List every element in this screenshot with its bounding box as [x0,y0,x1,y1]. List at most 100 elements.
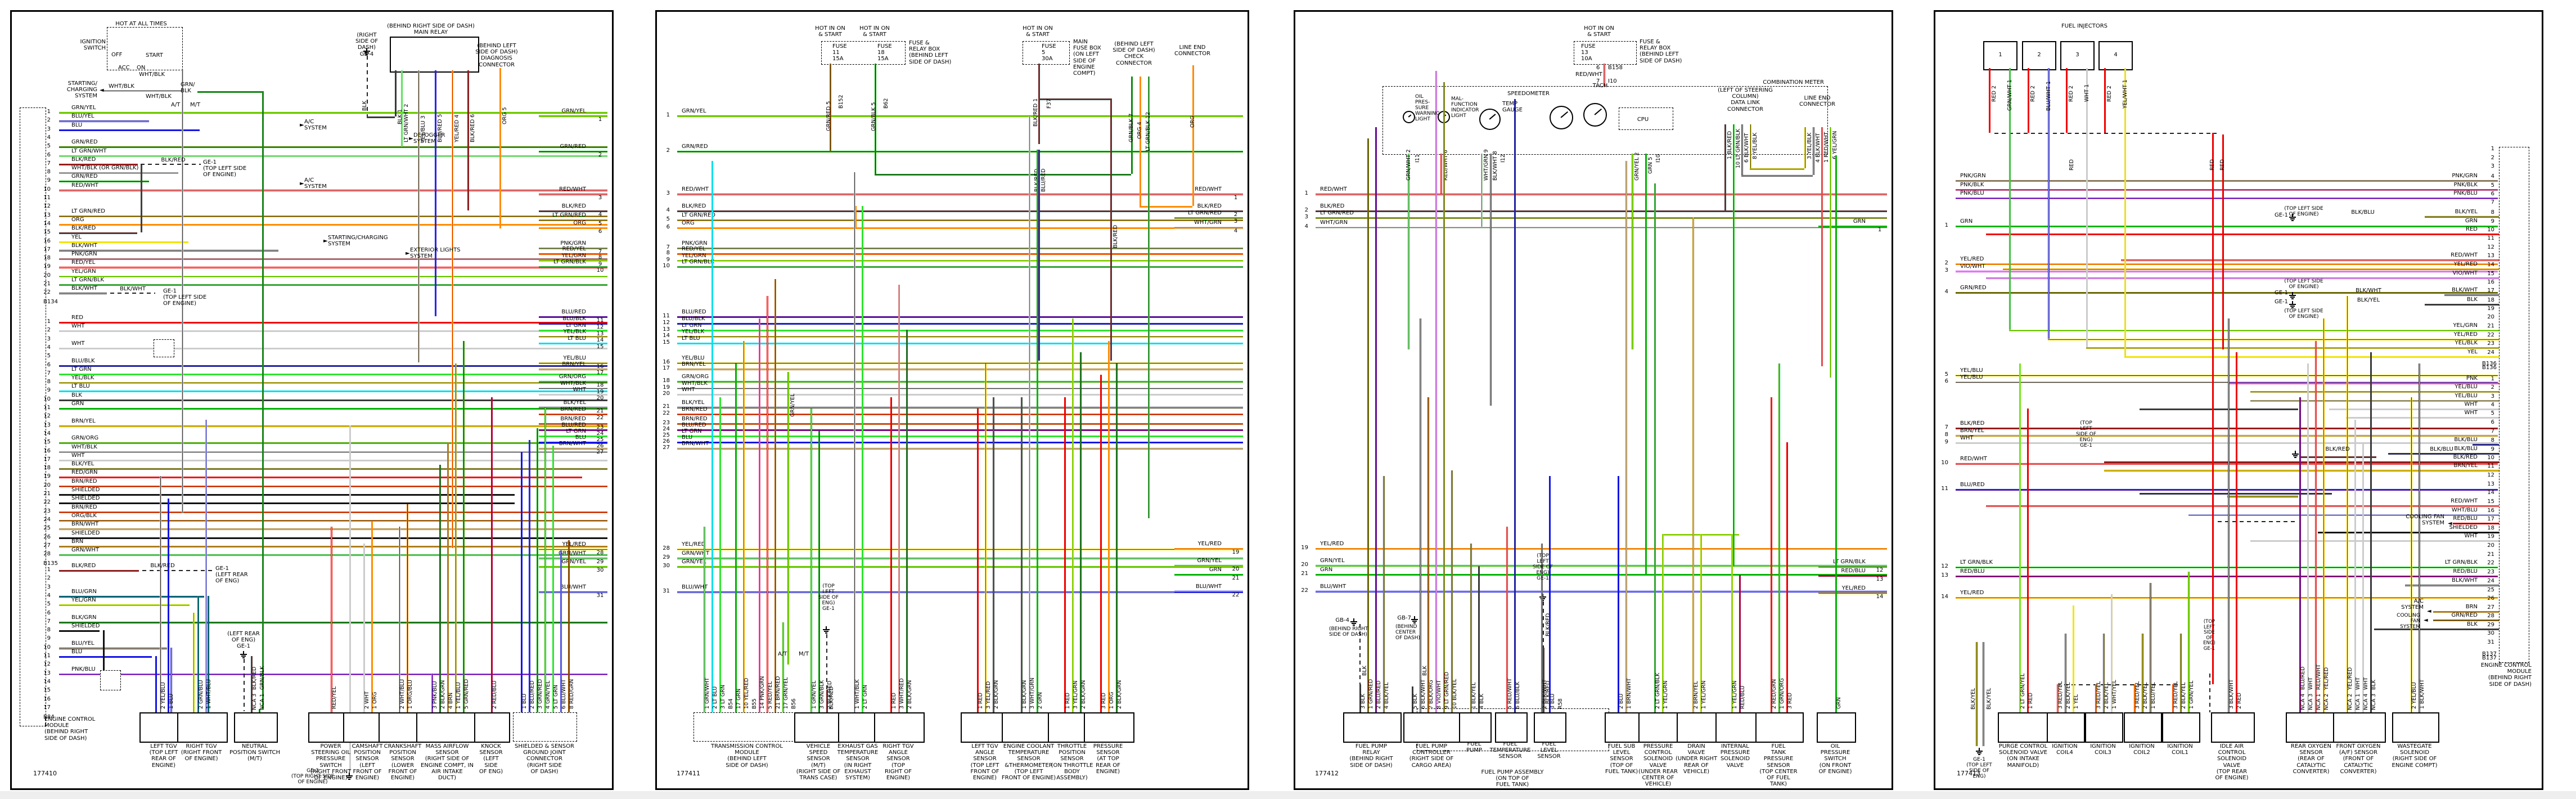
pin-label: 3 YEL/RED [985,681,992,709]
gauge-circle [1479,109,1501,130]
wire-vertical [395,70,397,116]
pin-label: 3 WHT/RED [899,678,905,709]
wire-lt-grn-blk [1956,567,2498,568]
rotated-label: RED [2209,159,2215,170]
wire-horizontal [539,336,607,338]
annotation: ◄ [2427,608,2431,614]
pin-number: 30 [663,563,670,569]
wire-horizontal [539,423,607,425]
wire-vertical [141,165,142,232]
component-pin-wire [463,341,465,712]
wire-horizontal [1174,548,1243,550]
wire-color-label: LT BLU [71,383,90,390]
wire-horizontal [2250,400,2499,402]
pin-number: 17 [43,456,51,463]
connector-sub-label: B54 [728,698,734,709]
diagram-element [2292,301,2293,304]
wire-color-label: LT GRN/BLK [553,259,586,265]
wire-lt-grn-red [677,219,1243,221]
rotated-label: YEL/WHT 1 [2122,79,2128,109]
pin-label: 1 YEL/GRN [1732,680,1738,709]
wire-color-label: BLU [71,649,83,655]
annotation: (LEFT REAR OF ENG) GE-1 [227,631,260,650]
pin-label: 1 WHT/BLU [206,679,212,709]
wire-vertical [1989,68,1990,133]
wire-blk [59,399,607,401]
wire-pnk-grn [677,248,1243,249]
wire-color-label: YEL/GRN [71,268,96,275]
wire-color-label: BLK/YEL [563,400,586,406]
wire-blk-yel [59,468,607,470]
pin-number: 20 [43,272,51,279]
pin-label: 3 RED [1101,693,1107,709]
component-pin-wire [1625,161,1627,712]
pin-number: 6 [2491,419,2494,425]
wire-color-label: BRN/RED [71,478,97,484]
annotation: TEMP GAUGE [1502,101,1523,114]
pin-number: 19 [43,473,51,480]
annotation: (BEHIND RIGHT SIDE OF DASH) [1329,626,1368,638]
component-box [474,712,510,743]
pin-number: 3 [2491,163,2494,169]
pin-label: 1 BLU [168,693,174,709]
rotated-label: B62 [883,98,889,109]
wire-vertical [1038,64,1040,144]
pin-number: 14 [1876,594,1884,600]
wire-color-label: RED/GRN [71,469,98,476]
component-pin-wire [1700,534,1702,712]
pin-label: 3 BLK [1360,693,1366,709]
wire-color-label: YEL/BLK [71,375,94,381]
pin-label: 7 BLK/ORG [1428,680,1434,709]
wire-horizontal [1818,226,1887,227]
diagram-element [2289,217,2296,218]
component-box [2333,712,2386,743]
pin-number: 9 [1944,439,1948,445]
pin-number: 26 [43,533,51,540]
pin-number: 20 [1232,566,1240,572]
annotation: 6 [1596,65,1600,71]
wire-vertical [401,70,403,147]
wire-horizontal [2121,259,2499,261]
annotation: 7 [1596,78,1600,84]
wire-color-label: BRN/WHT [682,441,709,447]
annotation: LINE END CONNECTOR [1799,95,1836,108]
pin-number: 2 [666,147,670,154]
rotated-label: I10 [1655,154,1661,163]
component-box [1023,41,1070,65]
component-pin-wire [2111,594,2113,712]
pin-color-label: WHT [2308,677,2314,690]
gauge-needle [1594,108,1602,115]
pin-number: 22 [1232,592,1240,598]
wire-vertical [1632,154,1633,349]
wire-red-yel [59,267,607,269]
pin-label: 4 GRN/YEL [545,680,551,709]
wire-color-label: PNK/GRN [560,240,586,246]
diagram-element [2290,297,2295,298]
component-pin-wire [197,596,199,712]
wire-color-label: RED [71,315,83,321]
wire-vertical [182,69,183,513]
pin-number: 4 [2491,173,2494,179]
diagram-element [347,777,352,778]
diagram-element [1352,623,1356,624]
wire-vertical [262,91,264,709]
wire-color-label: BLK/RED [71,563,96,569]
component-pin-wire [1080,352,1082,712]
wire-color-label: BLK/RED [71,156,96,163]
wire-lt-grn-red [59,215,607,217]
component-pin-wire [977,409,979,712]
wire-horizontal [1174,227,1243,228]
annotation: I10 [1608,78,1617,84]
component-pin-wire [1072,318,1074,712]
pin-label: 17 GRN [736,688,742,709]
pin-number: 12 [2487,244,2494,250]
wire-color-label: PNK/BLU [1960,190,1984,196]
wire-blu-wht [677,591,1243,593]
wire-vertical [1983,642,1984,746]
pin-number: 24 [2487,349,2494,356]
component-box [1459,712,1492,743]
component-box-label: 1 [1998,52,2002,58]
wire-brn-red [59,485,607,487]
pin-number: 12 [1941,563,1948,569]
wire-pnk-grn [59,258,607,261]
